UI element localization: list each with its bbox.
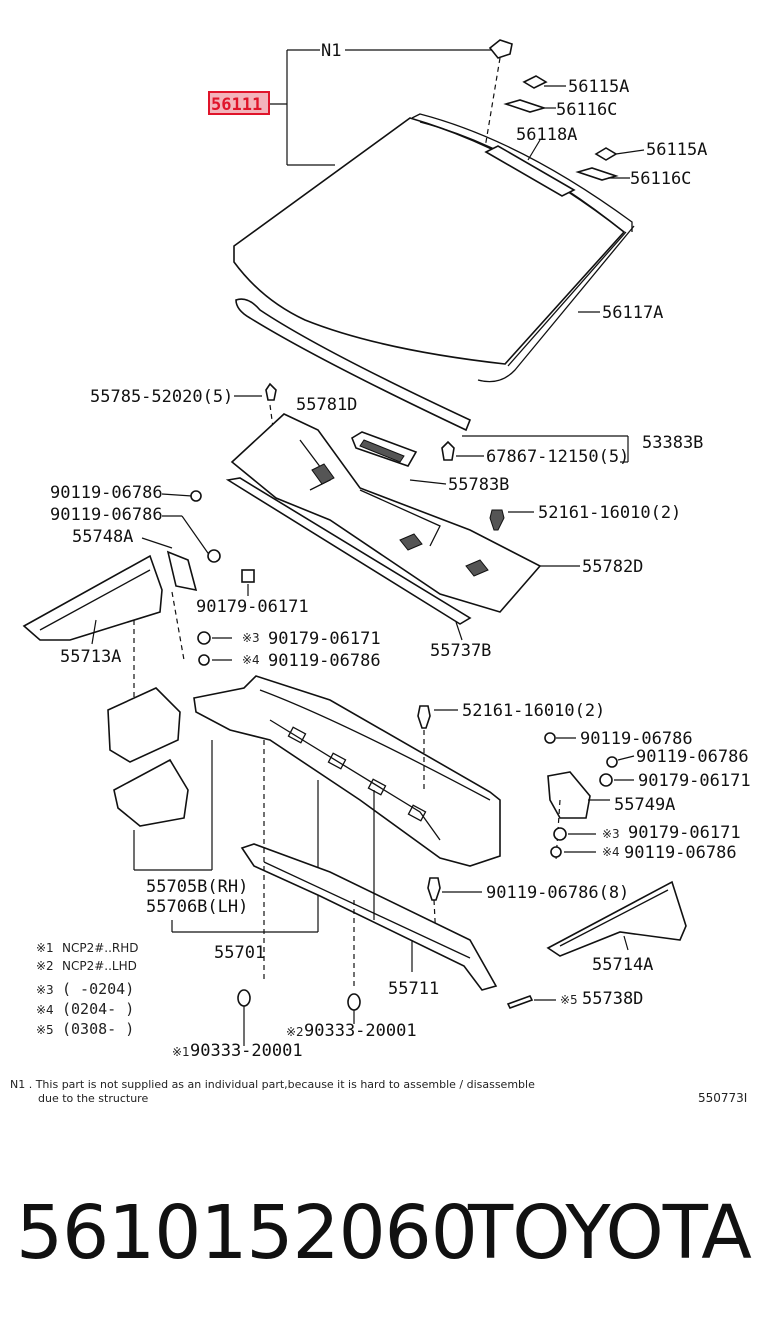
mark-2: ※2 bbox=[286, 1025, 304, 1039]
legend-mark: ※2 bbox=[36, 959, 54, 973]
callout-55711[interactable]: 55711 bbox=[388, 979, 439, 999]
callout-90119-8[interactable]: 90119-06786(8) bbox=[486, 883, 629, 903]
bracket-55706b bbox=[113, 758, 189, 827]
legend-text: ( -0204) bbox=[62, 980, 134, 998]
bracket-55749a bbox=[547, 771, 591, 819]
callout-56116c-2[interactable]: 56116C bbox=[630, 169, 691, 189]
callout-56115a-1[interactable]: 56115A bbox=[568, 77, 629, 97]
callout-55713a[interactable]: 55713A bbox=[60, 647, 121, 667]
callout-52161-b[interactable]: 52161-16010(2) bbox=[462, 701, 605, 721]
mark-4: ※4 bbox=[242, 653, 260, 667]
callout-56117a[interactable]: 56117A bbox=[602, 303, 663, 323]
callout-55705b[interactable]: 55705B(RH) bbox=[146, 877, 248, 897]
callout-67867[interactable]: 67867-12150(5) bbox=[486, 447, 629, 467]
legend-text: NCP2#..RHD bbox=[62, 941, 139, 955]
callout-55749a[interactable]: 55749A bbox=[614, 795, 675, 815]
bracket-55705b bbox=[107, 687, 181, 763]
mark-4b: ※4 bbox=[602, 845, 620, 859]
callout-56111[interactable]: 56111 bbox=[211, 95, 262, 115]
callout-55782d[interactable]: 55782D bbox=[582, 557, 643, 577]
callout-90333-1[interactable]: 90333-20001 bbox=[190, 1041, 303, 1061]
callout-55785[interactable]: 55785-52020(5) bbox=[90, 387, 233, 407]
panel-55713a bbox=[22, 554, 163, 641]
panel-55714a bbox=[546, 880, 687, 957]
callout-90119-e[interactable]: 90119-06786 bbox=[636, 747, 749, 767]
seal-55737b bbox=[225, 477, 472, 625]
callout-55701[interactable]: 55701 bbox=[214, 943, 265, 963]
bracket-55748a bbox=[166, 550, 198, 592]
clip-n1 bbox=[488, 39, 513, 59]
legend-text: (0308- ) bbox=[62, 1020, 134, 1038]
callout-90119-d[interactable]: 90119-06786 bbox=[580, 729, 693, 749]
callout-55781d[interactable]: 55781D bbox=[296, 395, 357, 415]
callout-55706b[interactable]: 55706B(LH) bbox=[146, 897, 248, 917]
parts-diagram: N1 56111 56115A 56116C 56118A 56115A 561… bbox=[10, 39, 751, 1105]
legend-text: NCP2#..LHD bbox=[62, 959, 137, 973]
legend-mark: ※1 bbox=[36, 941, 54, 955]
callout-90179-c[interactable]: 90179-06171 bbox=[638, 771, 751, 791]
callout-90119-b[interactable]: 90119-06786 bbox=[50, 505, 163, 525]
legend-mark: ※4 bbox=[36, 1003, 54, 1017]
callout-55738d[interactable]: 55738D bbox=[582, 989, 643, 1009]
callout-90179-a[interactable]: 90179-06171 bbox=[196, 597, 309, 617]
callout-90333-2[interactable]: 90333-20001 bbox=[304, 1021, 417, 1041]
callout-n1: N1 bbox=[321, 41, 341, 61]
lower-molding bbox=[235, 298, 472, 432]
mark-1: ※1 bbox=[172, 1045, 190, 1059]
windshield-glass bbox=[233, 117, 626, 365]
part-number: 5610152060 bbox=[16, 1190, 478, 1276]
callout-90179-d[interactable]: 90179-06171 bbox=[628, 823, 741, 843]
callout-56116c-1[interactable]: 56116C bbox=[556, 100, 617, 120]
callout-56118a[interactable]: 56118A bbox=[516, 125, 577, 145]
callout-53383b[interactable]: 53383B bbox=[642, 433, 703, 453]
callout-52161-a[interactable]: 52161-16010(2) bbox=[538, 503, 681, 523]
diagram-id: 550773I bbox=[698, 1091, 747, 1105]
highlight-box bbox=[208, 91, 270, 115]
mark-5: ※5 bbox=[560, 993, 578, 1007]
callout-56115a-2[interactable]: 56115A bbox=[646, 140, 707, 160]
callout-55737b[interactable]: 55737B bbox=[430, 641, 491, 661]
legend-mark: ※3 bbox=[36, 983, 54, 997]
callout-90119-c[interactable]: 90119-06786 bbox=[268, 651, 381, 671]
note-line-2: due to the structure bbox=[38, 1092, 148, 1105]
callout-55783b[interactable]: 55783B bbox=[448, 475, 509, 495]
legend: ※1 NCP2#..RHD ※2 NCP2#..LHD ※3 ( -0204) … bbox=[36, 941, 139, 1038]
mark-3: ※3 bbox=[242, 631, 260, 645]
callout-55714a[interactable]: 55714A bbox=[592, 955, 653, 975]
callout-90119-f[interactable]: 90119-06786 bbox=[624, 843, 737, 863]
callout-90119-a[interactable]: 90119-06786 bbox=[50, 483, 163, 503]
spacer-56118a bbox=[484, 145, 576, 197]
callout-90179-b[interactable]: 90179-06171 bbox=[268, 629, 381, 649]
legend-text: (0204- ) bbox=[62, 1000, 134, 1018]
brand-name: TOYOTA bbox=[468, 1190, 752, 1276]
legend-mark: ※5 bbox=[36, 1023, 54, 1037]
mark-3b: ※3 bbox=[602, 827, 620, 841]
callout-55748a[interactable]: 55748A bbox=[72, 527, 133, 547]
note-line-1: N1 . This part is not supplied as an ind… bbox=[10, 1078, 535, 1091]
reinforcement-55711 bbox=[240, 843, 498, 991]
dash-panel-55701 bbox=[193, 675, 501, 867]
